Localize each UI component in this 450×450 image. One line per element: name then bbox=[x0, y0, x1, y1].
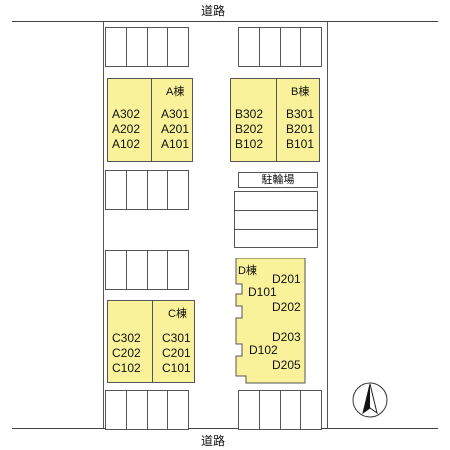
unit-c202: C202 bbox=[112, 346, 141, 360]
road-label-top: 道路 bbox=[200, 4, 225, 18]
unit-b101: B101 bbox=[286, 137, 315, 151]
bicycle-parking-area bbox=[234, 191, 318, 248]
unit-d202: D202 bbox=[272, 300, 301, 314]
building-a: A棟 A302 A202 A102 A301 A201 A101 bbox=[107, 78, 193, 162]
unit-c102: C102 bbox=[112, 361, 141, 375]
unit-d203: D203 bbox=[272, 330, 301, 344]
building-c: C棟 C302 C202 C102 C301 C201 C101 bbox=[107, 300, 195, 383]
unit-c302: C302 bbox=[112, 331, 141, 345]
road-label-bottom: 道路 bbox=[200, 434, 225, 448]
site-boundary-right bbox=[327, 21, 328, 428]
unit-a102: A102 bbox=[112, 137, 141, 151]
unit-b102: B102 bbox=[235, 137, 264, 151]
unit-a202: A202 bbox=[112, 122, 141, 136]
road-line-bottom bbox=[12, 428, 438, 429]
parking-row-bottom-right bbox=[238, 390, 322, 430]
unit-b202: B202 bbox=[235, 122, 264, 136]
unit-d201: D201 bbox=[272, 272, 301, 286]
site-boundary-left bbox=[103, 21, 104, 428]
building-b-tag: B棟 bbox=[291, 86, 310, 98]
unit-a301: A301 bbox=[161, 107, 190, 121]
bicycle-parking-label: 駐輪場 bbox=[238, 172, 318, 188]
road-line-top bbox=[12, 21, 438, 22]
parking-row-bottom-left bbox=[105, 390, 189, 430]
unit-b201: B201 bbox=[286, 122, 315, 136]
unit-c301: C301 bbox=[162, 331, 191, 345]
unit-c201: C201 bbox=[162, 346, 191, 360]
building-c-tag: C棟 bbox=[168, 308, 187, 320]
building-a-tag: A棟 bbox=[166, 86, 185, 98]
parking-row-lower-left bbox=[105, 250, 189, 290]
north-arrow-icon bbox=[352, 382, 388, 418]
building-d-shape bbox=[235, 258, 306, 384]
unit-a201: A201 bbox=[161, 122, 190, 136]
unit-d101: D101 bbox=[248, 285, 277, 299]
parking-row-top-left bbox=[105, 27, 189, 67]
parking-row-top-right bbox=[238, 27, 322, 67]
unit-c101: C101 bbox=[162, 361, 191, 375]
building-b: B棟 B302 B202 B102 B301 B201 B101 bbox=[230, 78, 320, 162]
unit-b301: B301 bbox=[286, 107, 315, 121]
unit-d205: D205 bbox=[272, 358, 301, 372]
unit-d102: D102 bbox=[249, 343, 278, 357]
unit-b302: B302 bbox=[235, 107, 264, 121]
parking-row-mid-left bbox=[105, 170, 189, 210]
unit-a302: A302 bbox=[112, 107, 141, 121]
building-d-tag: D棟 bbox=[238, 265, 257, 277]
unit-a101: A101 bbox=[161, 137, 190, 151]
